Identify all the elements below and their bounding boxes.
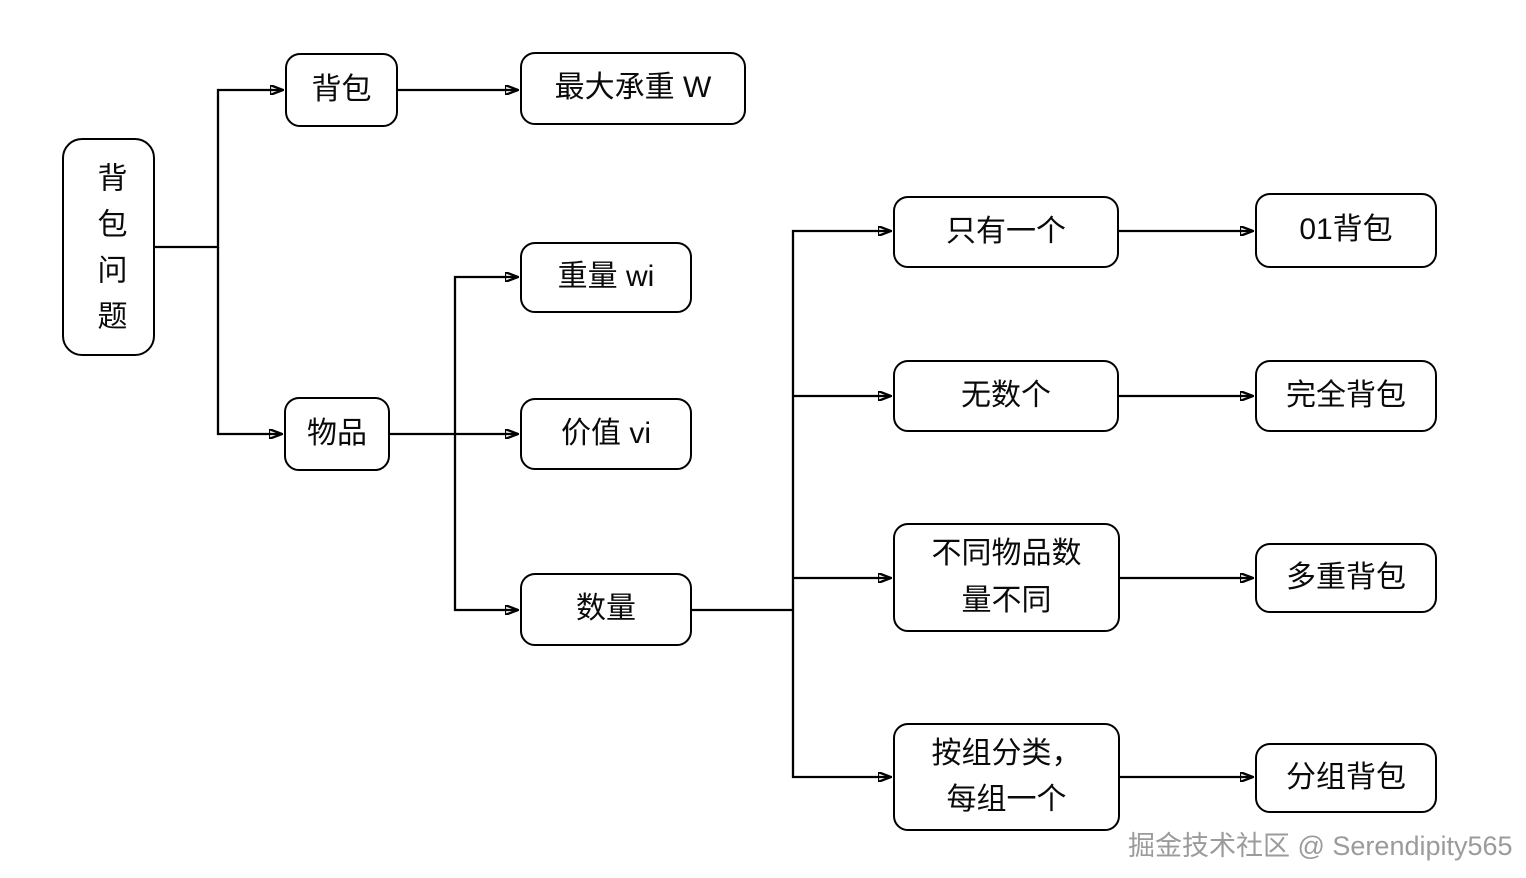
node-items: 物品 <box>284 397 390 471</box>
node-max-capacity: 最大承重 W <box>520 52 746 125</box>
node-value-vi: 价值 vi <box>520 398 692 470</box>
edge-root-to-items <box>216 247 282 434</box>
node-weight-wi: 重量 wi <box>520 242 692 313</box>
node-knapsack-problem: 背包问题 <box>62 138 155 356</box>
edge-items-to-quantity <box>453 434 518 610</box>
node-multiple-knapsack: 多重背包 <box>1255 543 1437 613</box>
edge-quantity-to-grouped <box>791 610 891 777</box>
edge-root-to-backpack <box>154 90 283 249</box>
node-group-knapsack: 分组背包 <box>1255 743 1437 813</box>
edge-items-to-weight <box>453 277 518 434</box>
node-grouped-one-each: 按组分类， 每组一个 <box>893 723 1120 831</box>
node-quantity: 数量 <box>520 573 692 646</box>
node-only-one: 只有一个 <box>893 196 1119 268</box>
node-backpack: 背包 <box>285 53 398 127</box>
node-different-counts: 不同物品数 量不同 <box>893 523 1120 632</box>
node-complete-knapsack: 完全背包 <box>1255 360 1437 432</box>
edge-quantity-to-only-one <box>791 231 891 610</box>
node-unlimited: 无数个 <box>893 360 1119 432</box>
node-01-knapsack: 01背包 <box>1255 193 1437 268</box>
watermark-text: 掘金技术社区 @ Serendipity565 <box>1128 831 1513 861</box>
